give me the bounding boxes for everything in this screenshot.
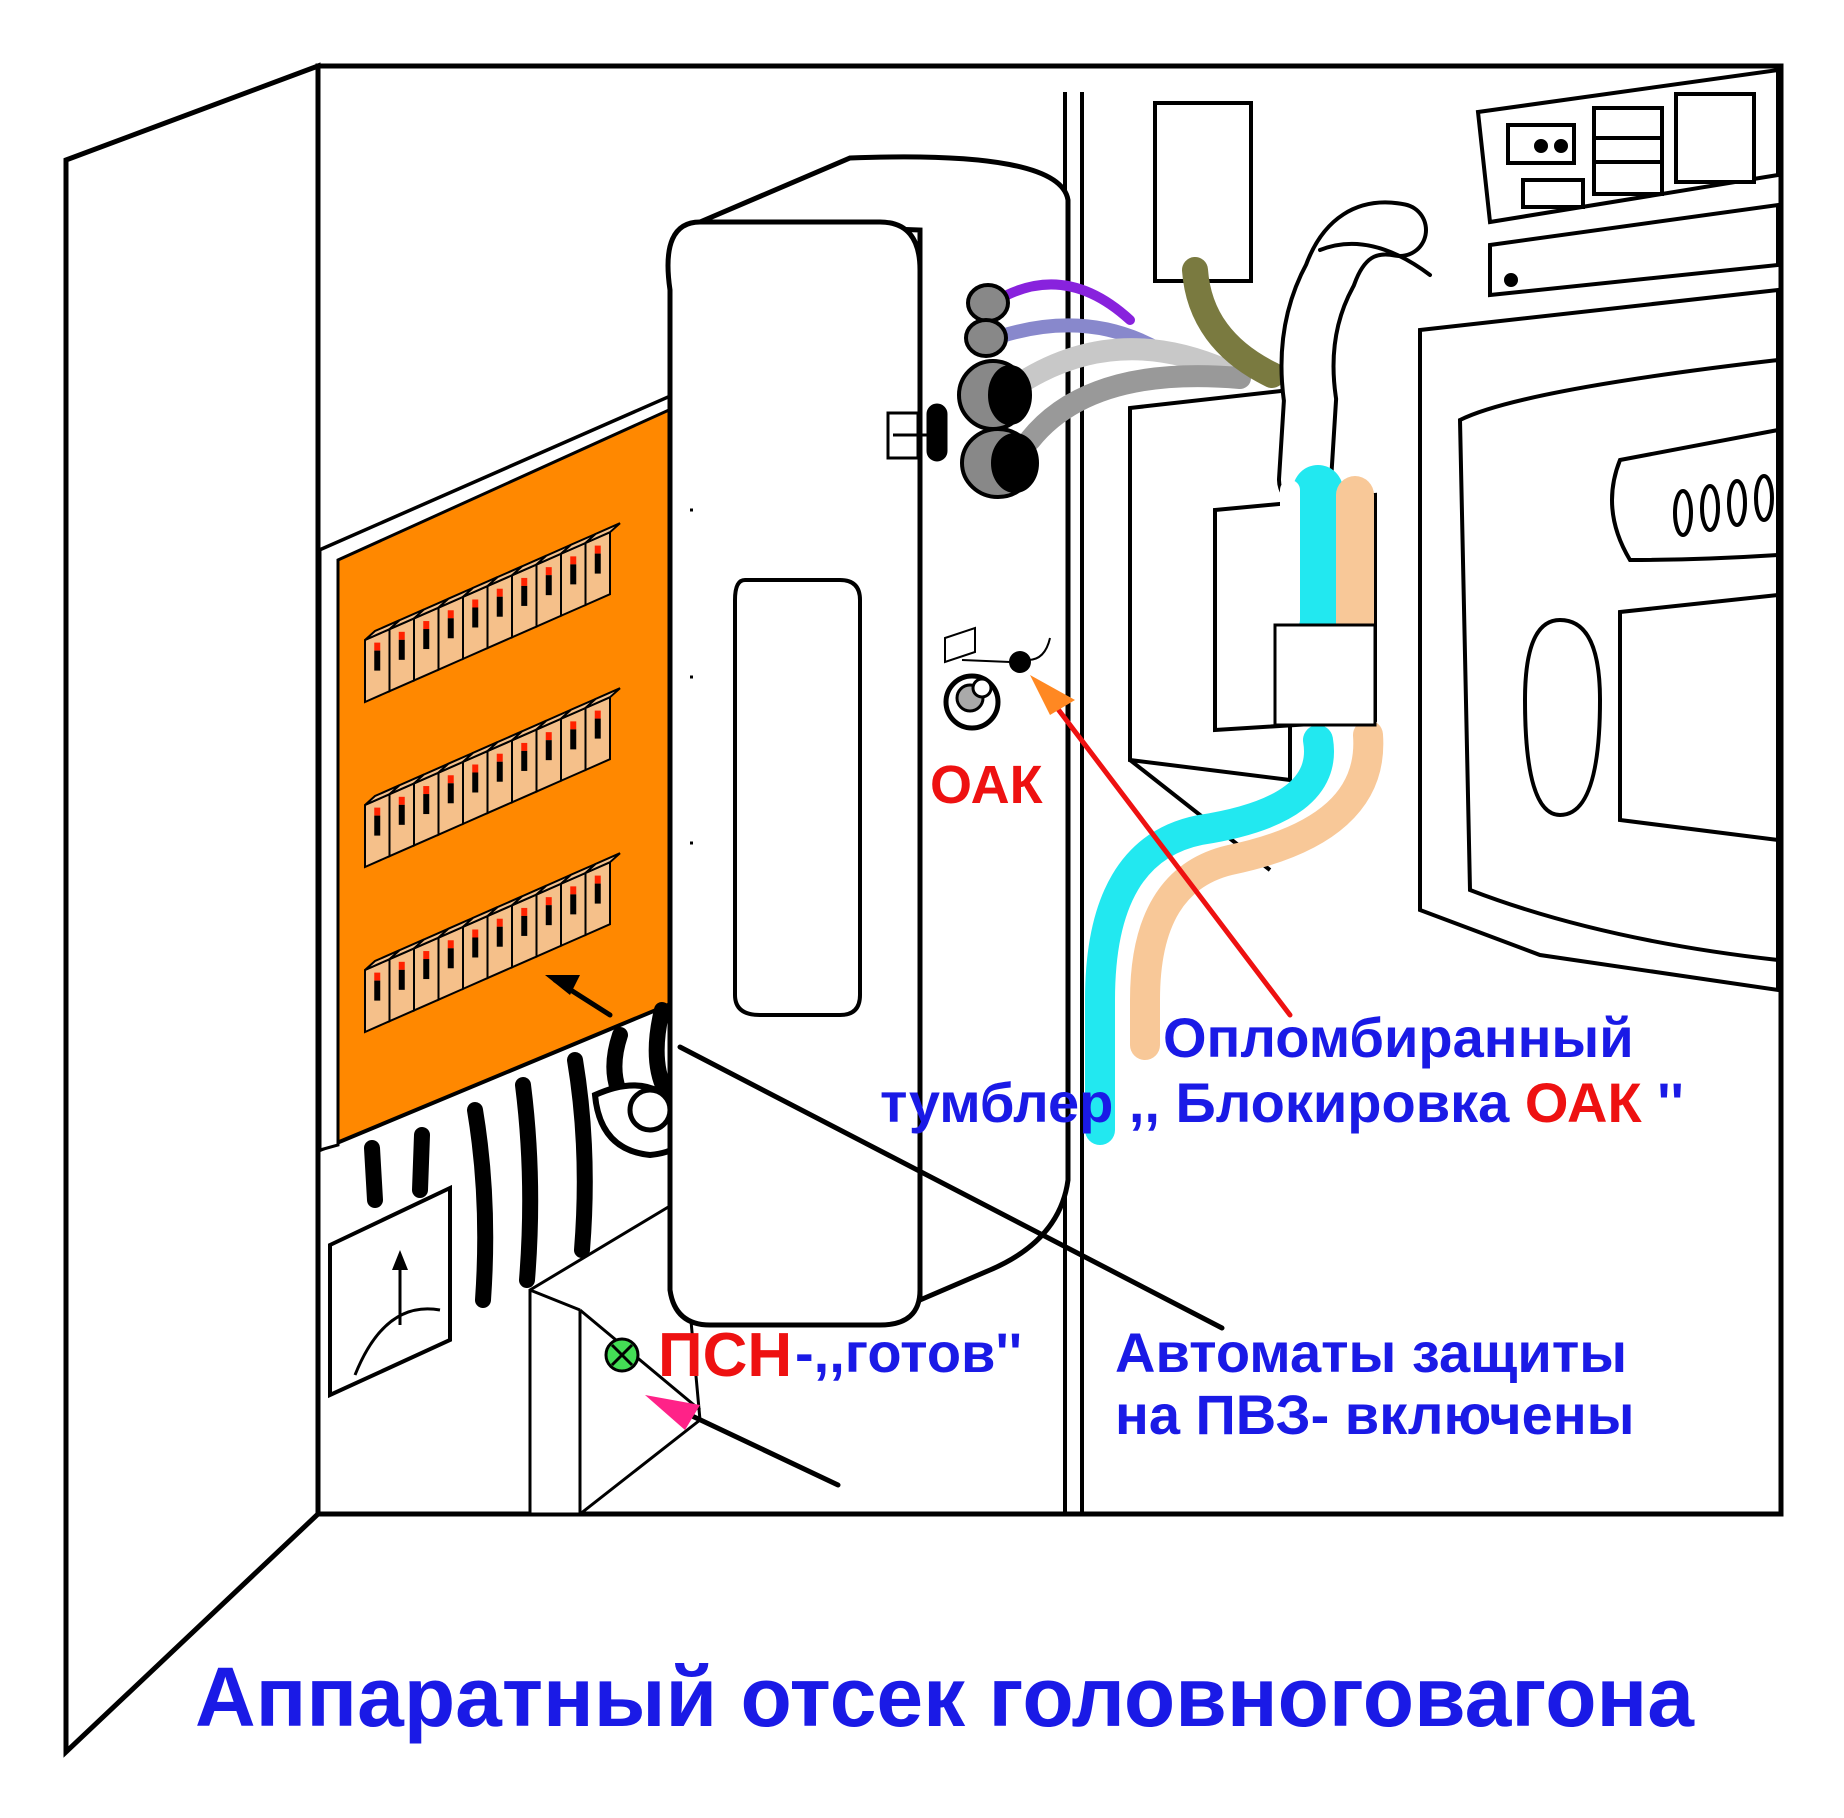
circuit-breaker [584, 687, 621, 772]
oak-toggle [943, 626, 1051, 731]
sealed-toggle-prefix: тумблер ,, Блокировка [880, 1071, 1525, 1134]
circuit-breaker [584, 852, 621, 937]
breakers-label-line2: на ПВЗ- включены [1115, 1383, 1635, 1446]
sealed-toggle-suffix: '' [1641, 1071, 1684, 1134]
right-lower-unit [1418, 287, 1780, 993]
circuit-breaker [486, 730, 523, 815]
right-top-panels [1475, 67, 1780, 298]
psn-status-label: -,,готов'' [795, 1321, 1023, 1384]
circuit-breaker [584, 522, 621, 607]
circuit-breaker [486, 895, 523, 980]
circuit-breaker [462, 576, 499, 661]
oak-label: ОАК [930, 755, 1043, 815]
circuit-breaker [511, 884, 548, 969]
psn-indicator [604, 1337, 640, 1373]
breaker-panel [318, 388, 682, 1153]
circuit-breaker [388, 938, 425, 1023]
sealed-toggle-oak: ОАК [1524, 1071, 1642, 1134]
meter [328, 1184, 452, 1399]
circuit-breaker [462, 906, 499, 991]
circuit-breaker [413, 597, 450, 682]
annotation-arrows [545, 675, 1293, 1488]
circuit-breaker [413, 762, 450, 847]
sealed-toggle-label-line1: Опломбиранный [1163, 1006, 1634, 1069]
circuit-breaker [364, 784, 401, 869]
cabinet-door [63, 62, 321, 1758]
psn-label: ПСН [658, 1321, 793, 1390]
sealed-toggle-label-line2: тумблер ,, Блокировка ОАК '' [880, 1075, 1684, 1131]
upper-cables [998, 200, 1432, 508]
circuit-breaker [535, 543, 572, 629]
cable-sockets [957, 283, 1039, 499]
lower-cables [1085, 465, 1384, 1145]
latch [886, 403, 948, 462]
breakers-label-line1: Автоматы защиты [1115, 1321, 1628, 1384]
diagram-title: Аппаратный отсек головноговагона [195, 1650, 1694, 1744]
circuit-breaker [437, 751, 474, 837]
upper-box [1153, 101, 1253, 283]
